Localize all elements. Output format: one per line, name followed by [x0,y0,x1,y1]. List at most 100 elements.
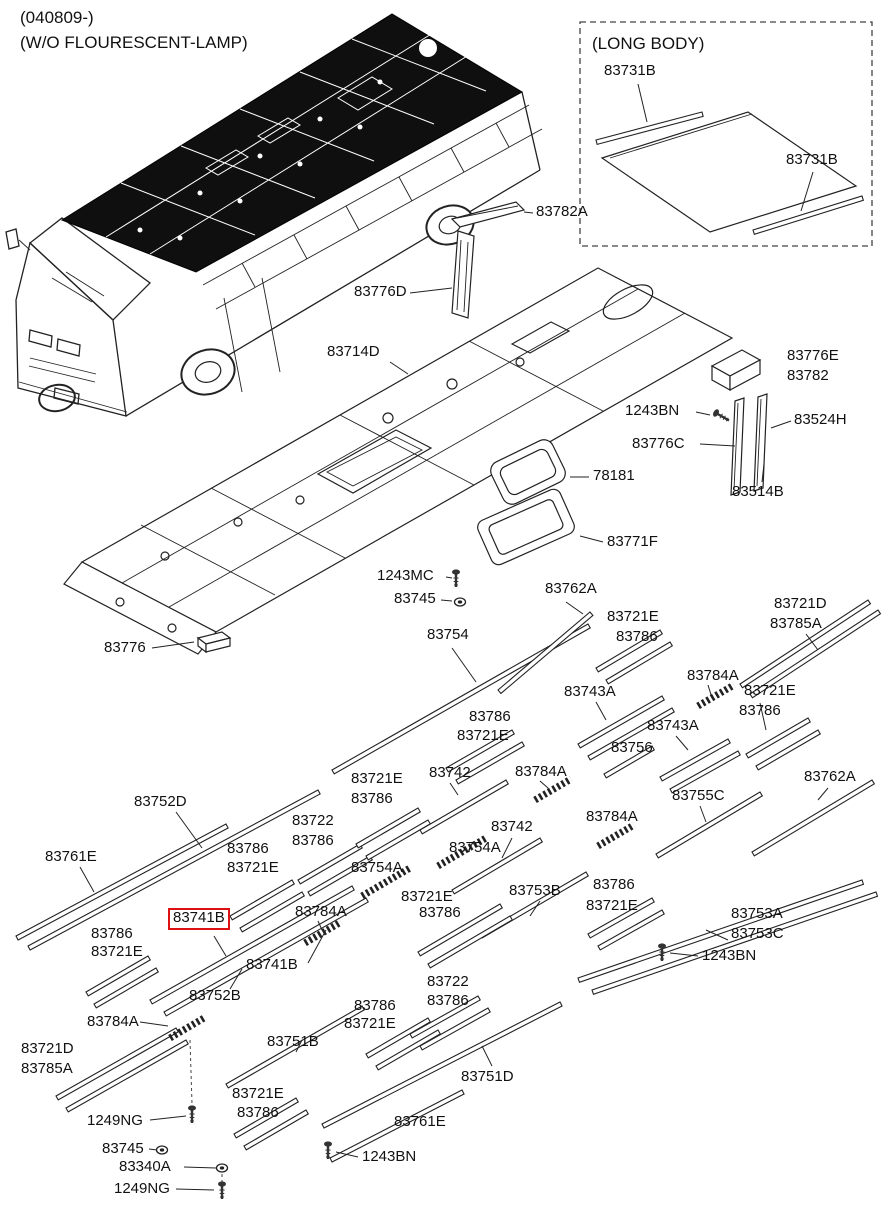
part-label[interactable]: 83762A [545,580,597,597]
part-label[interactable]: 83721E [227,859,279,876]
pillar-trims-83776C-83524H [730,393,768,496]
trim-strip [591,891,879,995]
part-label[interactable]: 83761E [45,848,97,865]
part-label[interactable]: 83745 [102,1140,144,1157]
part-label[interactable]: 83742 [491,818,533,835]
part-label[interactable]: 83751D [461,1068,514,1085]
part-label[interactable]: 83786 [419,904,461,921]
trim-strip [603,745,656,779]
part-label[interactable]: 83762A [804,768,856,785]
part-label[interactable]: 83721E [744,682,796,699]
part-label[interactable]: 1243BN [702,947,757,964]
part-label[interactable]: 1243BN [362,1148,417,1165]
part-label-highlighted[interactable]: 83741B [168,908,230,930]
part-label[interactable]: 83754A [449,839,501,856]
part-label[interactable]: 83756 [611,739,653,756]
assembly-dashed-lines [189,1039,223,1182]
part-label[interactable]: 83721E [607,608,659,625]
part-label[interactable]: 83721D [21,1040,74,1057]
part-label[interactable]: 83754 [427,626,469,643]
part-label[interactable]: 83776E [787,347,839,364]
leader-line [449,782,459,796]
leader-line [183,1166,217,1169]
grommet-icon [155,1145,169,1155]
part-label[interactable]: 83786 [351,790,393,807]
leader-line [595,701,607,721]
part-label[interactable]: 83782 [787,367,829,384]
part-label[interactable]: 83785A [21,1060,73,1077]
part-label[interactable]: 83786 [91,925,133,942]
part-label[interactable]: 83721D [774,595,827,612]
part-label[interactable]: 83721E [344,1015,396,1032]
part-label[interactable]: 83776 [104,639,146,656]
grommet-icon [215,1163,229,1173]
part-label[interactable]: 83786 [739,702,781,719]
part-label[interactable]: 83721E [586,897,638,914]
part-label[interactable]: 83753B [509,882,561,899]
part-label[interactable]: 83721E [91,943,143,960]
part-label[interactable]: 83752D [134,793,187,810]
leader-line [229,968,243,990]
part-label[interactable]: 83340A [119,1158,171,1175]
part-label[interactable]: 83722 [292,812,334,829]
part-label[interactable]: 83786 [227,840,269,857]
part-label[interactable]: 83776D [354,283,407,300]
part-label[interactable]: 83524H [794,411,847,428]
part-label[interactable]: 83753A [731,905,783,922]
part-label[interactable]: 83722 [427,973,469,990]
part-label[interactable]: 83776C [632,435,685,452]
part-label[interactable]: 83721E [351,770,403,787]
part-label[interactable]: 83761E [394,1113,446,1130]
part-label[interactable]: 83754A [351,859,403,876]
leader-line [770,420,792,429]
part-label[interactable]: 83782A [536,203,588,220]
part-label[interactable]: 83743A [564,683,616,700]
part-label[interactable]: 83786 [354,997,396,1014]
trim-strip [745,717,812,759]
part-label[interactable]: 83741B [246,956,298,973]
part-label[interactable]: 83784A [515,763,567,780]
trim-strip [605,641,674,685]
part-label[interactable]: 83714D [327,343,380,360]
part-label[interactable]: 83786 [237,1104,279,1121]
leader-line [335,1151,359,1158]
trim-strip [587,897,655,939]
part-label[interactable]: 83753C [731,925,784,942]
part-label[interactable]: 83745 [394,590,436,607]
part-label[interactable]: 83786 [616,628,658,645]
part-label[interactable]: 83755C [672,787,725,804]
trim-strip [233,1097,300,1139]
trim-strip [365,1017,432,1059]
part-label[interactable]: 1243BN [625,402,680,419]
part-label[interactable]: 83786 [427,992,469,1009]
part-label[interactable]: 83731B [604,62,656,79]
part-label[interactable]: 83785A [770,615,822,632]
trim-strip [445,729,515,773]
part-label[interactable]: 83786 [469,708,511,725]
header-line-2: (W/O FLOURESCENT-LAMP) [20,32,248,52]
part-label[interactable]: 1249NG [114,1180,170,1197]
part-label[interactable]: 83752B [189,987,241,1004]
part-label[interactable]: 83721E [457,727,509,744]
part-label[interactable]: 83786 [593,876,635,893]
part-label[interactable]: 83731B [786,151,838,168]
part-83782A-shape [450,201,526,228]
trim-strip [751,779,876,857]
part-label[interactable]: 78181 [593,467,635,484]
part-label[interactable]: 83784A [586,808,638,825]
part-label[interactable]: 83721E [232,1085,284,1102]
part-label[interactable]: 83771F [607,533,658,550]
part-label[interactable]: 83784A [295,903,347,920]
part-label[interactable]: 1249NG [87,1112,143,1129]
screw-icon [218,1181,226,1199]
part-label[interactable]: 83784A [87,1013,139,1030]
part-label[interactable]: 83751B [267,1033,319,1050]
part-label[interactable]: 83784A [687,667,739,684]
part-label[interactable]: 83514B [732,483,784,500]
part-label[interactable]: 83721E [401,888,453,905]
part-label[interactable]: 83742 [429,764,471,781]
part-label[interactable]: 1243MC [377,567,434,584]
hatched-strip [596,821,636,850]
part-label[interactable]: 83743A [647,717,699,734]
part-label[interactable]: 83786 [292,832,334,849]
